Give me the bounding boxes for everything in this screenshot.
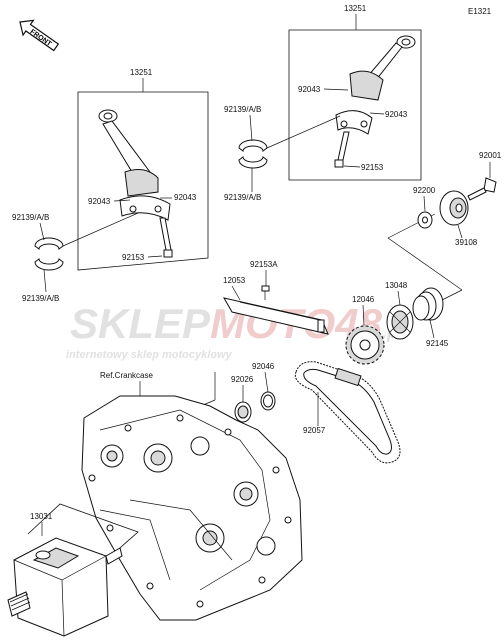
crankshaft-box [27,503,139,563]
chain-guide-12053-icon [223,297,329,335]
label-92153-right: 92153 [361,163,384,172]
bolt-92001-icon [467,177,497,201]
label-92145: 92145 [426,339,449,348]
connecting-rod-right-icon [334,35,416,168]
sprocket-stack-group: 92001 92200 39108 13048 92145 [385,151,502,348]
washer-92200-icon [417,211,433,229]
label-13048: 13048 [385,281,408,290]
oring-92046-icon [260,391,276,411]
chain-92057-icon [294,361,401,464]
front-arrow-icon: FRONT [19,19,60,52]
label-92153a: 92153A [250,260,278,269]
crankcase-icon [81,395,303,621]
diagram-code: E1321 [468,7,492,16]
label-92043-right-1: 92043 [298,85,321,94]
label-92139-right-a: 92139/A/B [224,105,261,114]
bearing-shell-left-upper-icon [34,237,64,250]
label-ref-crankcase: Ref.Crankcase [100,371,153,380]
bearing-shell-left-lower-icon [34,258,64,271]
label-92043-right-2: 92043 [385,110,408,119]
clutch-13048-icon [386,304,414,340]
crankshaft-icon [7,537,123,637]
label-12053: 12053 [223,276,246,285]
crankcase-group: Ref.Crankcase [81,371,303,621]
bearing-shell-right-lower-icon [238,156,268,169]
label-92046: 92046 [252,362,275,371]
conrod-left-group: 13251 92043 92043 92153 92139/A/B 92139/… [12,68,209,303]
watermark-tagline: internetowy sklep motocyklowy [66,349,233,361]
label-13031: 13031 [30,512,53,521]
gear-12046-icon [345,325,385,365]
conrod-right-box [288,29,422,181]
label-92026: 92026 [231,375,254,384]
label-92043-left-1: 92043 [88,197,111,206]
bearing-shell-right-upper-icon [238,139,268,152]
drive-chain-group: 12053 92153A 12046 92057 [223,260,401,464]
seal-group: 92026 92046 [231,362,276,423]
label-92139-right-b: 92139/A/B [224,193,261,202]
label-92001: 92001 [479,151,502,160]
label-92043-left-2: 92043 [174,193,197,202]
conrod-right-group: 13251 92043 92043 92153 92139/A/B 92139/… [224,4,422,202]
spring-92145-icon [412,287,444,321]
label-92153-left: 92153 [122,253,145,262]
label-12046: 12046 [352,295,375,304]
watermark-brand-left: SKLEP [70,300,211,347]
connecting-rod-left-icon [98,109,173,258]
conrod-left-box [77,91,209,271]
gear-39108-icon [439,190,469,226]
label-13251-left: 13251 [130,68,153,77]
bolt-92153a-icon [261,285,270,300]
label-92057: 92057 [303,426,326,435]
crankshaft-group: 13031 [7,503,139,637]
label-13251-right: 13251 [344,4,367,13]
label-92139-left-a: 92139/A/B [12,213,49,222]
seal-92026-icon [234,401,252,423]
label-39108: 39108 [455,238,478,247]
label-92139-left-b: 92139/A/B [22,294,59,303]
label-92200: 92200 [413,186,436,195]
